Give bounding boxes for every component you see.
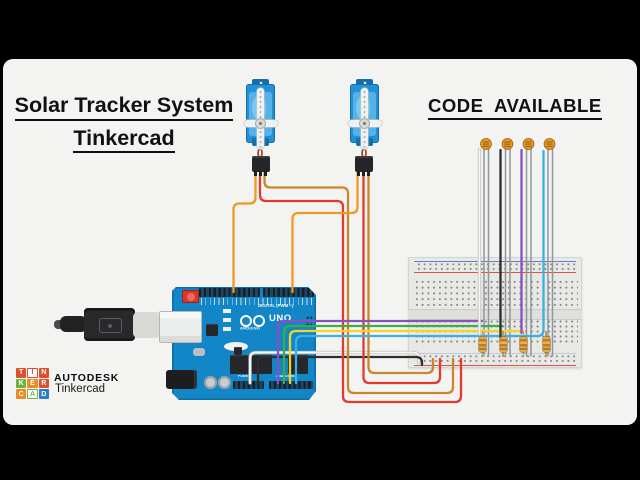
logo-tile: T	[16, 368, 27, 378]
logo-tile: E	[27, 378, 38, 389]
analog-header-label: ANALOG IN	[276, 375, 295, 379]
icsp-header	[306, 316, 313, 326]
page-title: Solar Tracker System Tinkercad	[10, 93, 238, 154]
tinkercad-logo: T I N K E R C A D	[16, 368, 49, 399]
resistor	[479, 337, 486, 352]
logo-tile: C	[16, 389, 27, 399]
silkscreen-oval	[224, 342, 248, 351]
dip-chip	[252, 355, 272, 374]
dip-chip	[230, 355, 250, 374]
digital-pwm-label: DIGITAL (PWM ~)	[258, 304, 294, 309]
breadboard	[408, 257, 582, 368]
servo-horn-arm	[361, 88, 368, 149]
terminal-holes-upper	[414, 278, 578, 308]
servo2-connector	[354, 156, 373, 176]
power-header-label: POWER	[238, 375, 251, 379]
led-indicator	[223, 318, 231, 322]
capacitor	[204, 376, 217, 389]
rail-positive-line-bottom	[414, 364, 576, 366]
logo-tile: N	[38, 368, 49, 378]
ic-chip-tiny	[234, 347, 242, 355]
logo-tile: K	[16, 378, 27, 389]
arduino-logo-icon	[240, 315, 252, 327]
arduino-logo-text: ARDUINO	[240, 327, 261, 331]
resistor	[520, 337, 527, 352]
reset-button-cap	[186, 292, 195, 301]
power-header	[233, 381, 264, 389]
logo-tile: D	[38, 389, 49, 399]
digital-header-left	[199, 288, 260, 297]
servo-motor-1	[243, 79, 278, 149]
led-indicator	[223, 309, 231, 313]
digital-header-right	[263, 288, 314, 297]
arduino-logo-icon	[253, 315, 265, 327]
title-line-2: Tinkercad	[73, 126, 175, 154]
logo-tile: A	[27, 389, 38, 399]
code-available-banner: CODE AVAILABLE	[428, 95, 602, 120]
usb-strain-relief	[133, 312, 161, 338]
ic-chip-small	[206, 324, 218, 336]
servo-horn-arm	[257, 88, 264, 149]
servo1-connector	[251, 156, 270, 176]
digital-pin-labels	[201, 298, 313, 305]
usb-plug-body	[84, 308, 135, 341]
usb-port	[159, 311, 202, 343]
rail-positive-line-top	[414, 271, 576, 273]
tinkercad-wordmark: Tinkercad	[55, 383, 106, 395]
logo-tile: R	[38, 378, 49, 389]
analog-header	[269, 381, 313, 389]
resistor	[499, 337, 507, 352]
usb-cable-neck	[60, 316, 87, 332]
reset-button[interactable]	[182, 290, 199, 303]
usb-cable-tip	[54, 320, 63, 329]
autodesk-wordmark: AUTODESK	[54, 372, 120, 384]
title-line-1: Solar Tracker System	[14, 93, 234, 121]
terminal-holes-lower	[414, 318, 578, 344]
logo-tile: I	[27, 368, 38, 378]
uno-label: UNO	[269, 313, 292, 324]
capacitor	[218, 376, 231, 389]
dip-chip	[288, 355, 308, 374]
rail-holes-bottom	[416, 354, 576, 363]
servo-motor-2	[347, 79, 382, 149]
power-jack	[166, 370, 197, 389]
led-indicator	[223, 327, 231, 331]
resistor	[542, 337, 550, 352]
crystal-oscillator	[193, 348, 205, 356]
rail-holes-top	[416, 261, 576, 271]
usb-trident-icon	[99, 318, 122, 333]
